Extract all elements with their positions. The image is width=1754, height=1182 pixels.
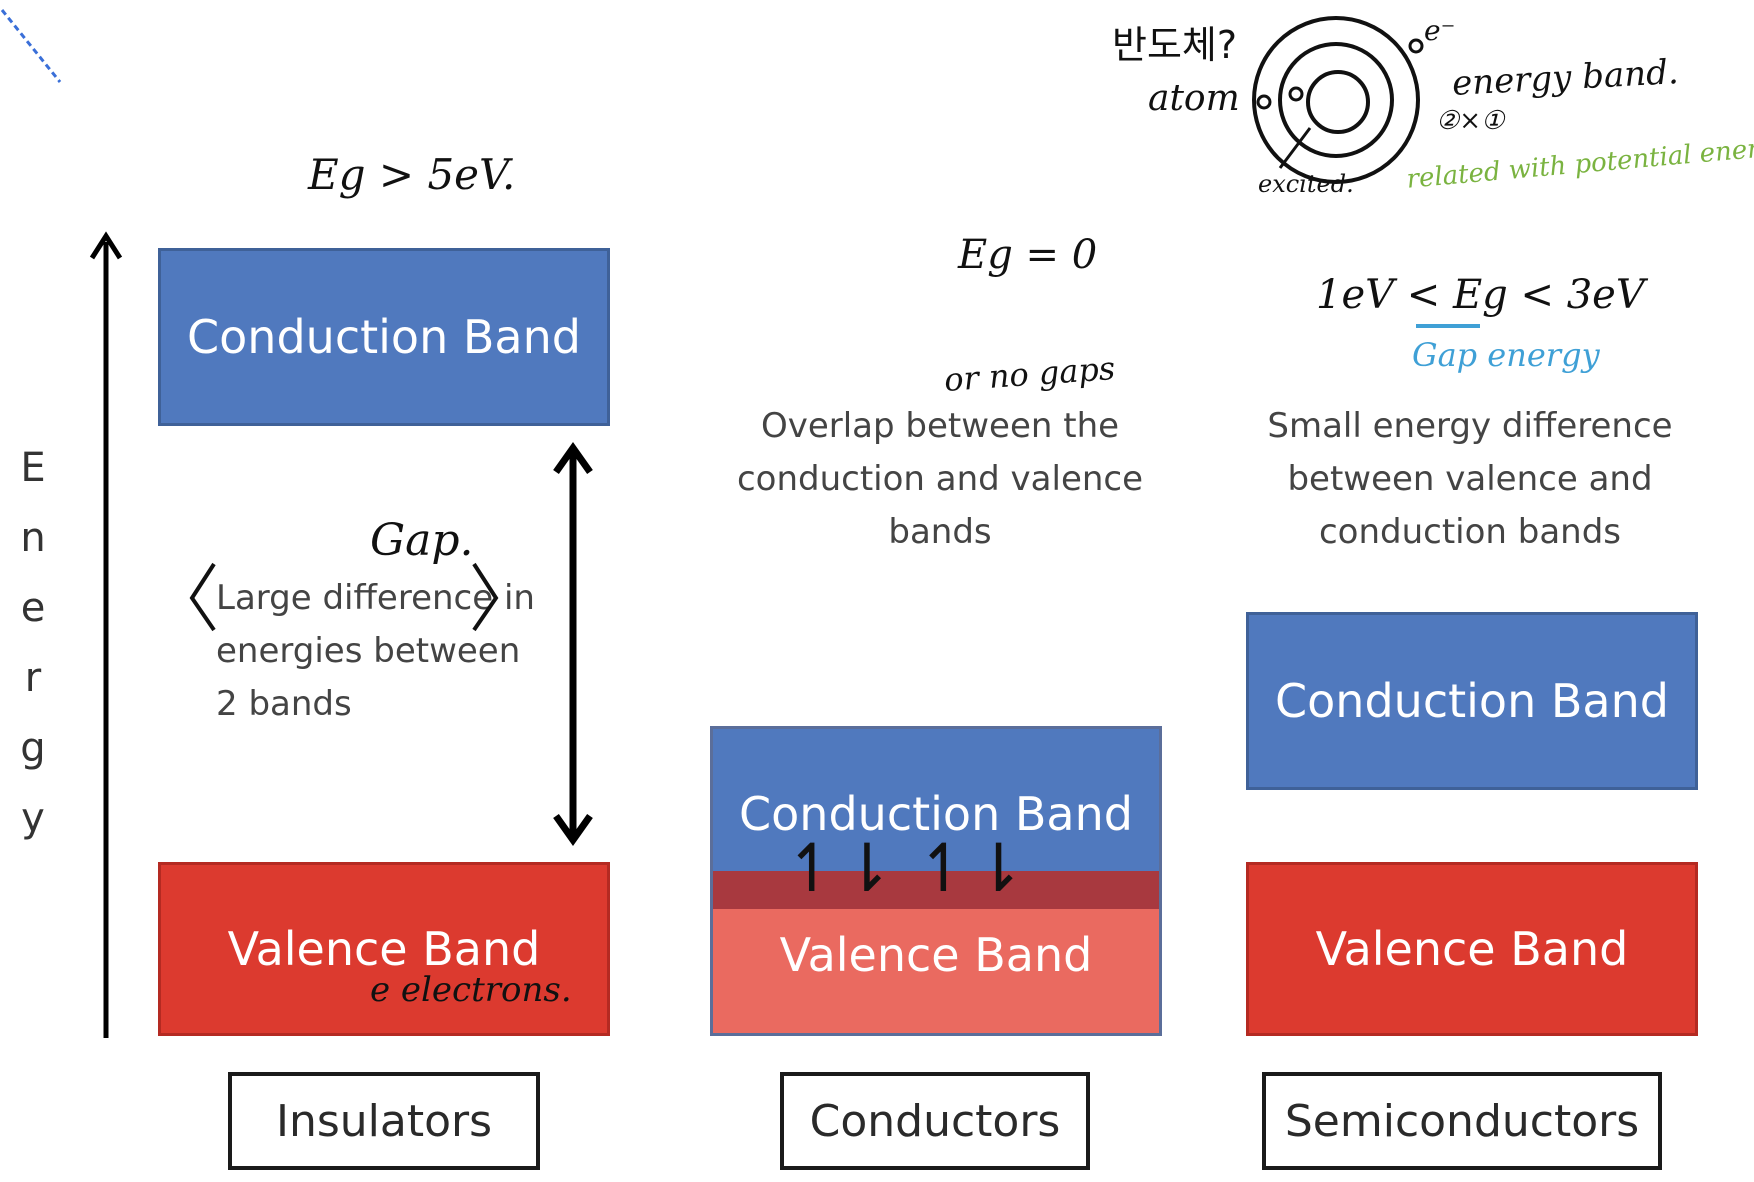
insulator-description: Large difference in energies between 2 b… bbox=[216, 572, 556, 731]
handwritten-circle-note: ②×① bbox=[1436, 106, 1505, 136]
handwritten-eg-insulator: Eg > 5eV. bbox=[308, 150, 516, 199]
handwritten-electron: e⁻ bbox=[1424, 14, 1456, 47]
description-line: bands bbox=[888, 512, 992, 552]
handwritten-excited: excited. bbox=[1258, 170, 1354, 198]
gap-double-arrow bbox=[553, 441, 593, 847]
category-label: Semiconductors bbox=[1284, 1095, 1640, 1147]
handwritten-gap-energy: Gap energy bbox=[1412, 336, 1600, 374]
description-line: 2 bands bbox=[216, 684, 352, 724]
semiconductor-conduction-band: Conduction Band bbox=[1246, 612, 1698, 790]
band-label: Conduction Band bbox=[1275, 674, 1669, 728]
insulator-valence-band: Valence Band bbox=[158, 862, 610, 1036]
handwritten-or-no-gaps: or no gaps bbox=[942, 349, 1117, 399]
insulator-conduction-band: Conduction Band bbox=[158, 248, 610, 426]
conductor-conduction-band: Conduction Band bbox=[713, 779, 1159, 849]
handwritten-atom-label: atom bbox=[1148, 78, 1240, 119]
energy-letter: E bbox=[20, 445, 46, 491]
eg-underline bbox=[1416, 324, 1480, 328]
conductors-label-box: Conductors bbox=[780, 1072, 1090, 1170]
description-line: Large difference in bbox=[216, 578, 535, 618]
description-line: energies between bbox=[216, 631, 521, 671]
semiconductor-description: Small energy difference between valence … bbox=[1240, 400, 1700, 559]
description-line: Small energy difference bbox=[1267, 406, 1673, 446]
description-line: Overlap between the bbox=[760, 406, 1120, 446]
conductor-band-stack: Conduction Band Valence Band bbox=[710, 726, 1162, 1036]
energy-letter: g bbox=[20, 725, 46, 771]
handwritten-gap: Gap. bbox=[370, 515, 474, 566]
band-label: Valence Band bbox=[1315, 922, 1629, 976]
description-line: conduction bands bbox=[1318, 512, 1622, 552]
category-label: Conductors bbox=[809, 1095, 1061, 1147]
energy-letter: y bbox=[21, 795, 45, 841]
category-label: Insulators bbox=[275, 1095, 493, 1147]
handwritten-brackets bbox=[189, 562, 499, 632]
insulators-label-box: Insulators bbox=[228, 1072, 540, 1170]
band-label: Valence Band bbox=[227, 922, 541, 976]
conductor-description: Overlap between the conduction and valen… bbox=[700, 400, 1180, 559]
handwritten-electrons: e electrons. bbox=[370, 970, 572, 1010]
description-line: conduction and valence bbox=[736, 459, 1144, 499]
overlap-stripe bbox=[713, 871, 1159, 909]
conductor-valence-region bbox=[713, 909, 1159, 1033]
handwritten-eg-conductor: Eg = 0 bbox=[958, 232, 1098, 278]
band-label: Valence Band bbox=[779, 928, 1093, 982]
conductor-valence-band: Valence Band bbox=[713, 915, 1159, 995]
energy-letter: n bbox=[20, 515, 46, 561]
semiconductors-label-box: Semiconductors bbox=[1262, 1072, 1662, 1170]
handwritten-energy-band: energy band. bbox=[1451, 52, 1680, 104]
semiconductor-valence-band: Valence Band bbox=[1246, 862, 1698, 1036]
band-label: Conduction Band bbox=[739, 787, 1133, 841]
handwritten-korean-note: 반도체? bbox=[1112, 23, 1238, 67]
handwritten-eg-semiconductor: 1eV < Eg < 3eV bbox=[1316, 272, 1645, 318]
energy-letter: r bbox=[24, 655, 42, 701]
handwritten-spin-arrows: ↿⇂ ↿⇂ bbox=[784, 830, 1027, 907]
band-label: Conduction Band bbox=[187, 310, 581, 364]
energy-axis-arrow bbox=[89, 231, 123, 1038]
corner-dashed-line bbox=[0, 9, 62, 83]
energy-letter: e bbox=[20, 585, 46, 631]
conductor-conduction-region bbox=[713, 729, 1159, 871]
handwritten-potential-note: related with potential energy bbox=[1405, 131, 1754, 195]
atom-sketch bbox=[1252, 16, 1424, 184]
description-line: between valence and bbox=[1287, 459, 1653, 499]
